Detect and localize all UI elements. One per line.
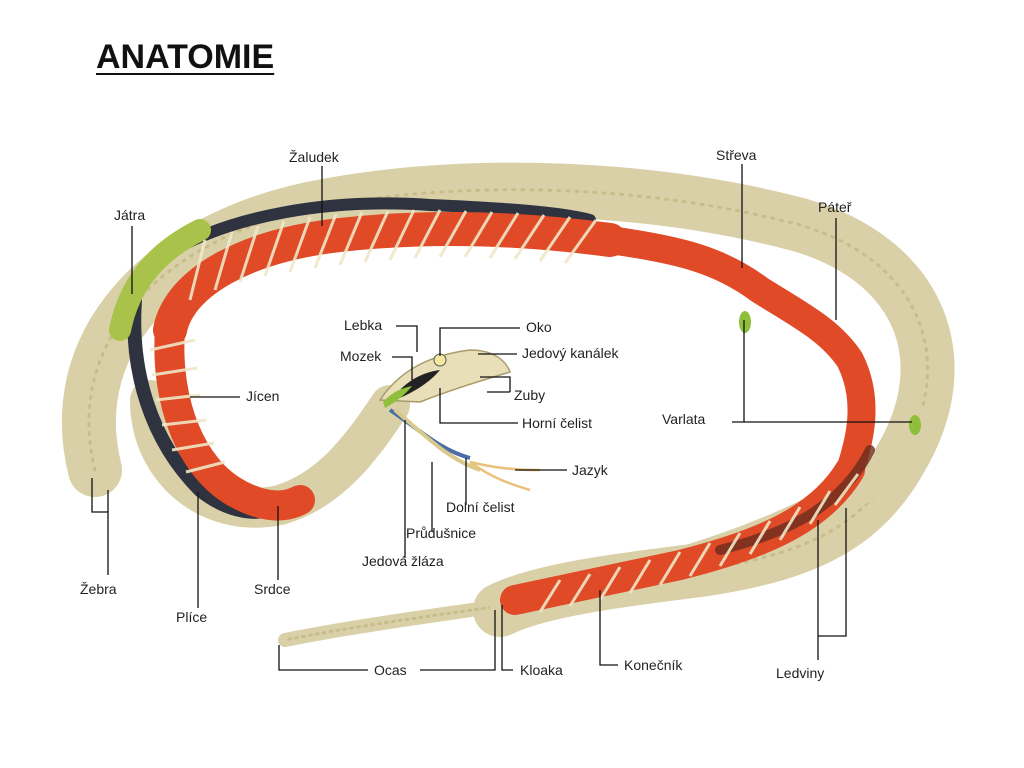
label-horni-celist: Horní čelist [522,415,592,431]
label-zaludek: Žaludek [289,149,340,165]
label-srdce: Srdce [254,581,291,597]
liver-shape [109,219,211,341]
testis-left-shape [739,311,751,333]
label-oko: Oko [526,319,552,335]
label-jedovy-kanalek: Jedový kanálek [522,345,620,361]
esophagus-shape [154,315,315,521]
ribs [149,209,860,613]
label-streva: Střeva [716,147,757,163]
lungs-upper-shape [159,197,596,261]
label-jazyk: Jazyk [572,462,609,478]
label-mozek: Mozek [340,348,382,364]
label-ledviny: Ledviny [776,665,824,681]
testis-right-shape [909,415,921,435]
label-zebra: Žebra [80,581,117,597]
stomach-shape [153,211,627,347]
label-ocas: Ocas [374,662,407,678]
slide-title: ANATOMIE [96,38,275,76]
label-kloaka: Kloaka [520,662,563,678]
leader-lines [91,164,912,671]
label-zuby: Zuby [514,387,545,403]
label-konecnik: Konečník [624,657,683,673]
label-prudusnice: Průdušnice [406,525,476,541]
label-jedova-zlaza: Jedová žláza [362,553,444,569]
intestines-shape [596,226,876,484]
kidney-shape [715,445,875,555]
label-plice: Plíce [176,609,207,625]
label-pater: Páteř [818,199,852,215]
label-jicen: Jícen [246,388,279,404]
label-varlata: Varlata [662,411,706,427]
label-dolni-celist: Dolní čelist [446,499,515,515]
label-lebka: Lebka [344,317,382,333]
snake-head [378,349,541,492]
label-jatra: Játra [114,207,145,223]
